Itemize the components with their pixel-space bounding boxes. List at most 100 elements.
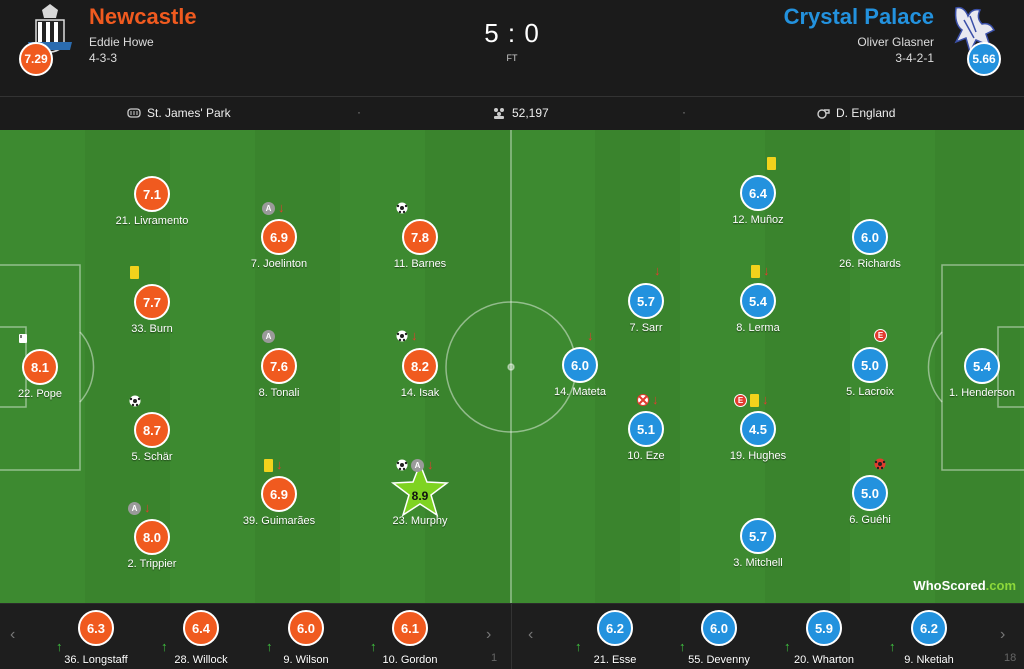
player-name: 22. Pope	[17, 388, 63, 400]
goal-icon	[396, 330, 408, 342]
subbed-on-icon: ↑	[679, 639, 686, 654]
player-rating: 5.7	[740, 518, 776, 554]
player-home-trippier[interactable]: 8.0 2. Trippier	[97, 519, 207, 579]
player-name: 14. Isak	[400, 387, 440, 399]
whoscored-logo[interactable]: WhoScored.com	[913, 578, 1016, 593]
away-manager[interactable]: Oliver Glasner	[857, 35, 934, 49]
player-home-tonali[interactable]: 7.6 8. Tonali	[224, 348, 334, 408]
player-rating: 5.0	[852, 347, 888, 383]
sub-away-nketiah[interactable]: ↑ 6.2 9. Nketiah	[879, 610, 979, 669]
player-away-guehi[interactable]: 5.0 6. Guéhi	[815, 475, 925, 535]
player-rating: 5.1	[628, 411, 664, 447]
captain-glove-icon	[19, 334, 27, 343]
home-team-name[interactable]: Newcastle	[89, 4, 197, 29]
player-name: 9. Wilson	[283, 654, 329, 666]
player-events	[17, 331, 29, 345]
sub-away-devenny[interactable]: ↑ 6.0 55. Devenny	[669, 610, 769, 669]
player-home-livramento[interactable]: 7.1 21. Livramento	[97, 176, 207, 236]
player-away-munoz[interactable]: 6.4 12. Muñoz	[703, 175, 813, 235]
player-events	[130, 265, 139, 279]
player-away-richards[interactable]: 6.0 26. Richards	[815, 219, 925, 279]
home-subs-prev-arrow-icon[interactable]: ‹	[10, 626, 16, 643]
away-subs-prev-arrow-icon[interactable]: ‹	[528, 626, 534, 643]
player-name: 10. Gordon	[382, 654, 438, 666]
player-name: 5. Lacroix	[846, 386, 894, 398]
sub-away-esse[interactable]: ↑ 6.2 21. Esse	[565, 610, 665, 669]
info-separator: ·	[682, 105, 686, 119]
player-name: 19. Hughes	[729, 450, 787, 462]
player-away-mitchell[interactable]: 5.7 3. Mitchell	[703, 518, 813, 578]
sub-away-wharton[interactable]: ↑ 5.9 20. Wharton	[774, 610, 874, 669]
assist-icon: A	[262, 329, 275, 343]
match-score: 5 : 0	[484, 18, 540, 48]
player-away-eze[interactable]: 5.1 10. Eze	[591, 411, 701, 471]
player-away-lacroix[interactable]: 5.0 5. Lacroix	[815, 347, 925, 407]
referee-info: D. England	[816, 106, 895, 120]
player-name: 20. Wharton	[794, 654, 854, 666]
home-manager[interactable]: Eddie Howe	[89, 35, 154, 49]
player-home-schar[interactable]: 8.7 5. Schär	[97, 412, 207, 472]
player-home-pope[interactable]: 8.1 22. Pope	[0, 349, 95, 409]
sub-home-wilson[interactable]: ↑ 6.0 9. Wilson	[256, 610, 356, 669]
man-of-the-match-star-icon	[390, 462, 450, 517]
player-away-hughes[interactable]: 4.5 19. Hughes	[703, 411, 813, 471]
player-name: 28. Willock	[174, 654, 228, 666]
yellow-card-icon	[130, 265, 139, 279]
goal-icon	[396, 202, 408, 214]
player-home-murphy[interactable]: 8.9 23. Murphy	[365, 462, 475, 536]
player-rating: 8.2	[402, 348, 438, 384]
player-name: 3. Mitchell	[733, 557, 783, 569]
player-name: 21. Esse	[593, 654, 637, 666]
whoscored-logo-suffix: .com	[985, 578, 1016, 593]
player-away-mateta[interactable]: 6.0 14. Mateta	[525, 347, 635, 407]
sub-home-gordon[interactable]: ↑ 6.1 10. Gordon	[360, 610, 460, 669]
player-home-burn[interactable]: 7.7 33. Burn	[97, 284, 207, 344]
player-events	[874, 457, 886, 471]
home-subs-next-arrow-icon[interactable]: ›	[486, 626, 492, 643]
away-subs-next-arrow-icon[interactable]: ›	[1000, 626, 1006, 643]
player-name: 7. Joelinton	[250, 258, 308, 270]
goal-icon	[396, 459, 408, 471]
yellow-card-icon	[767, 156, 776, 170]
player-name: 21. Livramento	[115, 215, 189, 227]
player-rating: 6.0	[852, 219, 888, 255]
player-events: ↓	[587, 329, 594, 343]
error-icon: E	[734, 393, 747, 407]
away-formation: 3-4-2-1	[895, 51, 934, 65]
player-events: ↓	[396, 329, 418, 343]
home-formation: 4-3-3	[89, 51, 118, 65]
subbed-on-icon: ↑	[575, 639, 582, 654]
player-away-henderson[interactable]: 5.4 1. Henderson	[927, 348, 1024, 408]
player-name: 2. Trippier	[127, 558, 177, 570]
player-rating: 6.9	[261, 219, 297, 255]
player-rating: 4.5	[740, 411, 776, 447]
player-rating: 8.0	[134, 519, 170, 555]
player-home-barnes[interactable]: 7.8 11. Barnes	[365, 219, 475, 279]
player-away-sarr[interactable]: 5.7 7. Sarr	[591, 283, 701, 343]
player-events: ↓	[637, 393, 659, 407]
player-rating: 7.6	[261, 348, 297, 384]
sub-home-longstaff[interactable]: ↑ 6.3 36. Longstaff	[46, 610, 146, 669]
player-name: 10. Eze	[627, 450, 665, 462]
sub-home-willock[interactable]: ↑ 6.4 28. Willock	[151, 610, 251, 669]
player-home-guimaraes[interactable]: 6.9 39. Guimarães	[224, 476, 334, 536]
player-name: 26. Richards	[839, 258, 901, 270]
player-name: 1. Henderson	[948, 387, 1016, 399]
player-rating: 5.4	[964, 348, 1000, 384]
info-separator: ·	[357, 105, 361, 119]
player-events: ↓	[264, 458, 283, 472]
subbed-on-icon: ↑	[370, 639, 377, 654]
player-home-isak[interactable]: 8.2 14. Isak	[365, 348, 475, 408]
player-rating: 6.4	[183, 610, 219, 646]
player-rating: 5.9	[806, 610, 842, 646]
player-name: 39. Guimarães	[242, 515, 316, 527]
player-name: 14. Mateta	[554, 386, 606, 398]
player-name: 8. Tonali	[258, 387, 300, 399]
away-subs-partial-label: 18	[1004, 652, 1017, 664]
away-team-name[interactable]: Crystal Palace	[783, 4, 934, 29]
player-home-joelinton[interactable]: 6.9 7. Joelinton	[224, 219, 334, 279]
player-name: 11. Barnes	[393, 258, 447, 270]
player-away-lerma[interactable]: 5.4 8. Lerma	[703, 283, 813, 343]
crystal-palace-crest-icon[interactable]	[946, 2, 1002, 66]
player-events	[396, 201, 408, 215]
